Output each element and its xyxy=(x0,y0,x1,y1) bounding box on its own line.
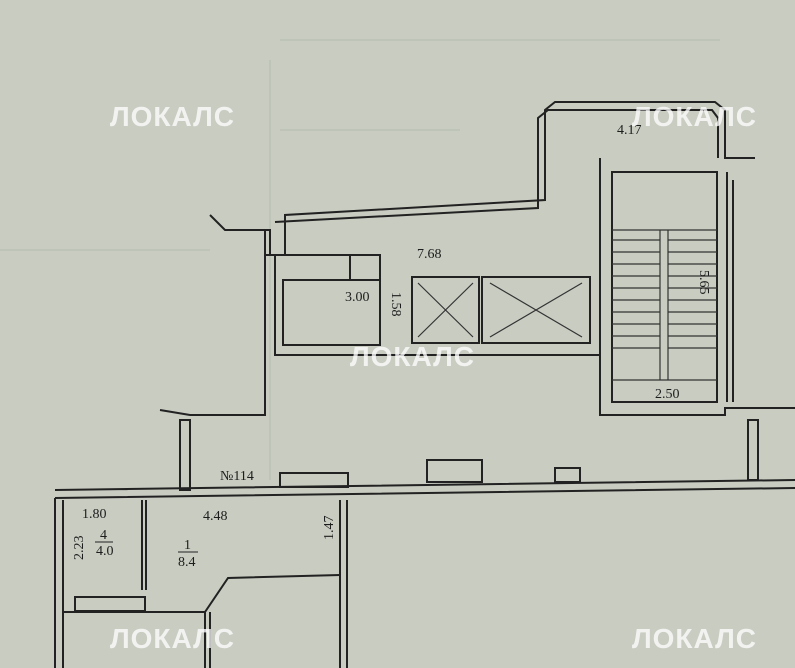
stairwell xyxy=(611,171,718,403)
dim-bath-depth: 2.23 xyxy=(72,536,87,561)
building-walls xyxy=(54,101,795,499)
watermark: ЛОКАЛС xyxy=(350,341,475,372)
dim-hall-side: 1.47 xyxy=(322,516,337,541)
dim-small-room-width: 3.00 xyxy=(345,290,370,305)
radiator xyxy=(74,596,146,612)
ventilation-duct xyxy=(279,472,349,488)
room-4-number: 4 xyxy=(100,528,107,543)
apartment-number: №114 xyxy=(220,469,254,484)
background-lines xyxy=(0,39,720,480)
room-1-number: 1 xyxy=(184,538,191,553)
dim-bath-width: 1.80 xyxy=(82,507,107,522)
watermark: ЛОКАЛС xyxy=(110,101,235,132)
elevator-1 xyxy=(411,276,480,344)
dim-stair-width: 2.50 xyxy=(655,387,680,402)
room-1-area: 8.4 xyxy=(178,555,196,570)
elevator-2 xyxy=(481,276,591,344)
dim-corridor-width: 7.68 xyxy=(417,247,442,262)
dim-stair-depth: 5.65 xyxy=(696,270,711,295)
watermark: ЛОКАЛС xyxy=(110,623,235,654)
stairs xyxy=(612,229,717,381)
watermark: ЛОКАЛС xyxy=(632,101,757,132)
small-room xyxy=(282,279,381,346)
dim-small-room-depth: 1.58 xyxy=(388,292,403,317)
apartment-walls xyxy=(54,498,348,668)
dim-top-right: 4.17 xyxy=(617,123,642,138)
dim-hall-width: 4.48 xyxy=(203,509,228,524)
watermark: ЛОКАЛС xyxy=(632,623,757,654)
room-4-area: 4.0 xyxy=(96,544,114,559)
